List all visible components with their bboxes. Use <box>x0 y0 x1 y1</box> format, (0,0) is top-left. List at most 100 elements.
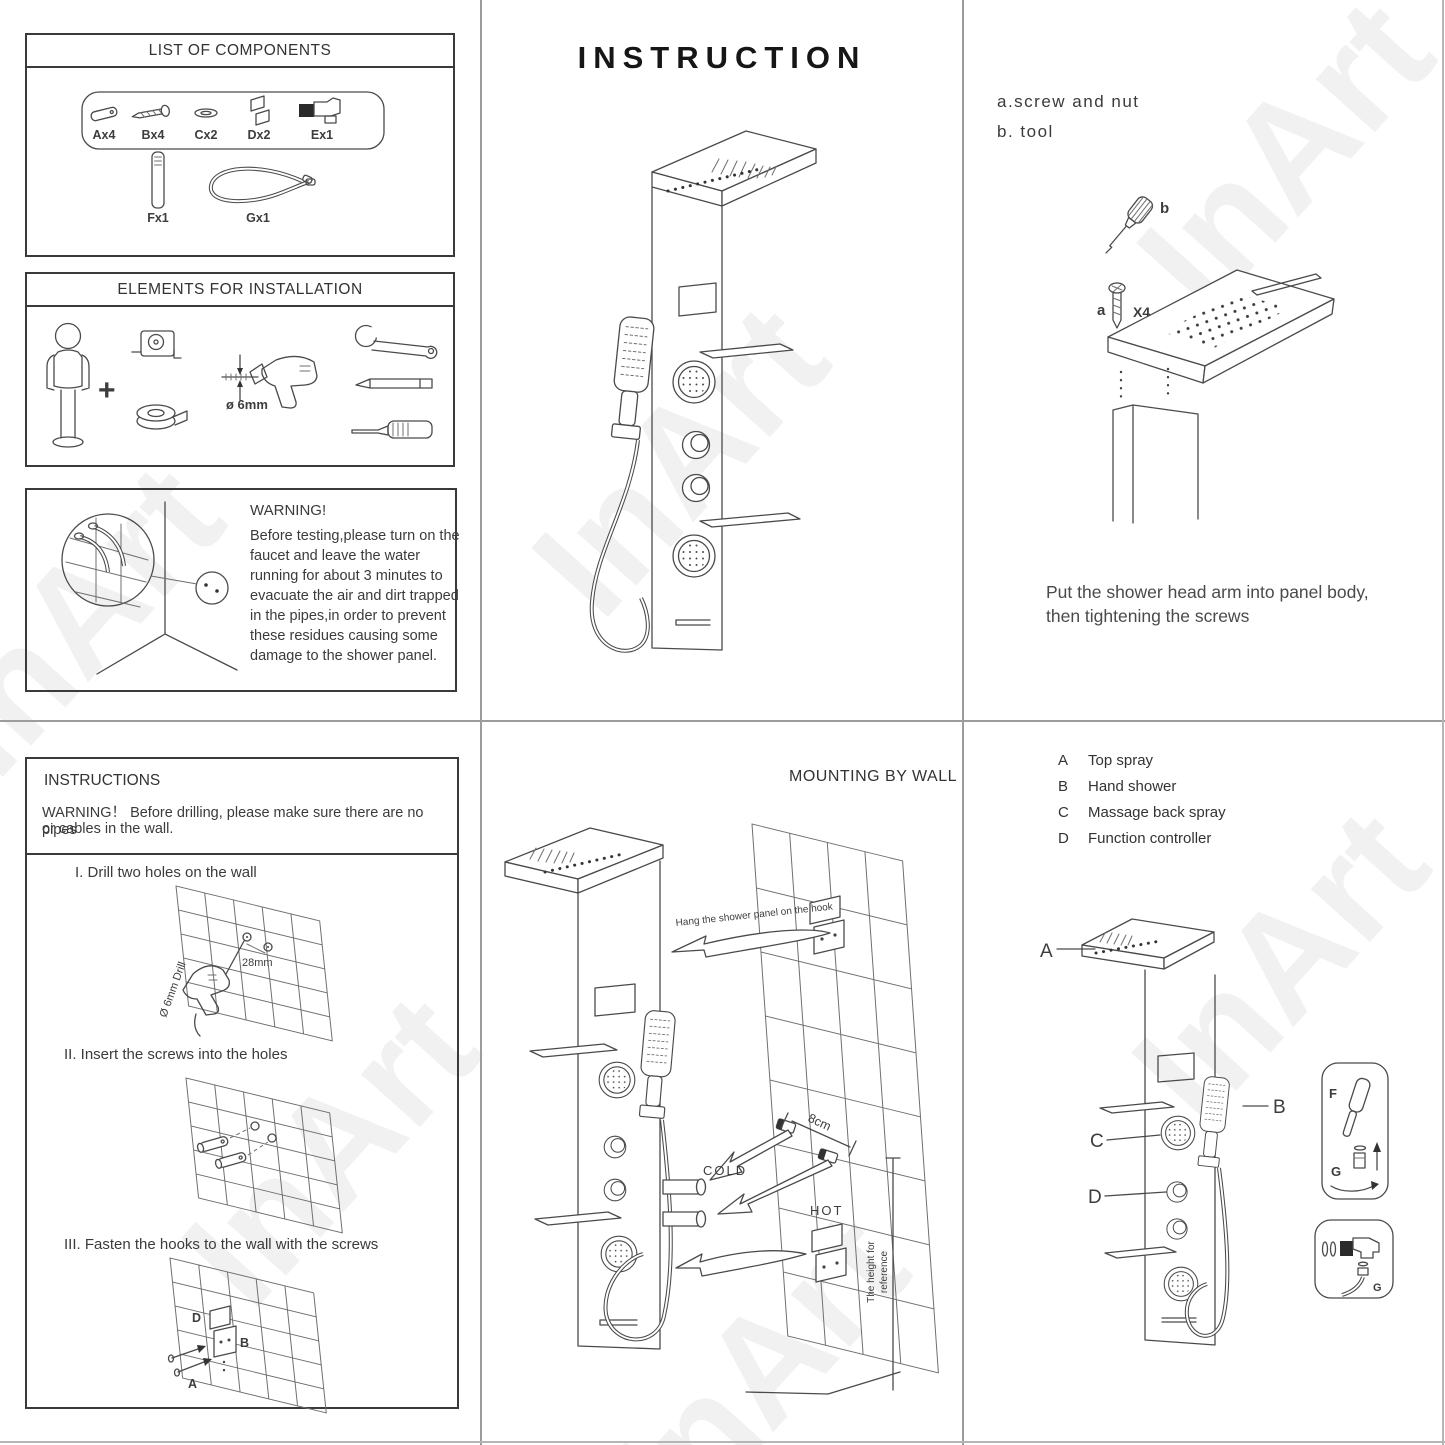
wrench-icon <box>354 324 438 359</box>
legend-key: B <box>1058 778 1069 795</box>
screw-icon-a <box>1108 282 1126 329</box>
body-jet <box>600 1235 638 1273</box>
column-separator <box>962 0 964 1445</box>
callout-line-d <box>1104 1191 1167 1197</box>
height-note-1: The height for <box>866 1240 877 1302</box>
drill-size-label: Ø 6mm Drill <box>158 960 189 1019</box>
shower-hose <box>589 439 650 653</box>
floor-line <box>745 1371 901 1395</box>
control-knob <box>681 473 711 503</box>
instructions-warning-1: WARNING！ Before drilling, please make su… <box>42 805 424 838</box>
elements-illustration: + ø 6mm <box>46 322 438 448</box>
assembly-caption-1: Put the shower head arm into panel body, <box>1046 582 1369 602</box>
step-1-text: I. Drill two holes on the wall <box>75 864 257 881</box>
warning-illustration <box>61 501 238 675</box>
screws-step3 <box>167 1345 212 1377</box>
component-label-b: Bx4 <box>142 128 165 142</box>
parts-illustration: A B C D F G <box>1040 918 1394 1346</box>
label-g-hose: G <box>1331 1164 1341 1179</box>
washer-icon <box>194 108 218 118</box>
label-b: b <box>1160 200 1169 217</box>
parts-legend: A Top spray B Hand shower C Massage back… <box>1058 752 1226 847</box>
shelf <box>534 1211 622 1226</box>
tub-spout <box>599 1319 638 1326</box>
legend-row: B Hand shower <box>1058 778 1226 795</box>
hang-arrow <box>671 929 831 958</box>
legend-row: D Function controller <box>1058 830 1226 847</box>
warning-body: Before testing,please turn on the faucet… <box>250 528 460 664</box>
tub-spout <box>675 619 711 626</box>
display-screen <box>1157 1052 1195 1083</box>
mounting-title: MOUNTING BY WALL <box>789 768 958 785</box>
wall-grid <box>185 1077 343 1234</box>
shelf <box>1104 1246 1177 1259</box>
elements-box-header: ELEMENTS FOR INSTALLATION <box>27 274 453 307</box>
plus-sign: + <box>98 374 116 407</box>
pencil-icon <box>355 378 433 389</box>
alignment-dots <box>1119 367 1170 406</box>
step-3-text: III. Fasten the hooks to the wall with t… <box>64 1236 379 1253</box>
shelf <box>529 1043 618 1058</box>
assembly-line-b: b. tool <box>997 122 1054 141</box>
control-knob-d <box>1166 1181 1188 1203</box>
components-box-header: LIST OF COMPONENTS <box>27 35 453 68</box>
tape-roll-icon <box>136 404 188 430</box>
hook-plate-d <box>209 1305 231 1330</box>
rain-dots <box>666 167 762 193</box>
outlet-circle <box>195 571 229 605</box>
wall-anchor-icon <box>90 106 118 122</box>
row-separator <box>0 720 1445 722</box>
components-title: LIST OF COMPONENTS <box>148 41 332 59</box>
anchor-icon <box>195 1135 230 1154</box>
callout-line-c <box>1106 1134 1161 1141</box>
callout-a: A <box>1040 941 1053 962</box>
height-reference-group: The height for reference <box>866 1157 901 1391</box>
rain-dot-grid <box>1162 294 1290 348</box>
hook-plate-b <box>213 1325 237 1358</box>
elements-box: ELEMENTS FOR INSTALLATION <box>25 272 455 467</box>
zoom-circle <box>61 513 155 607</box>
rain-dots <box>1094 939 1162 955</box>
legend-row: A Top spray <box>1058 752 1226 769</box>
screwdriver-icon-b <box>1105 196 1154 254</box>
drill-icon-step1 <box>182 940 245 1037</box>
page-right-edge <box>1442 0 1444 1445</box>
column-separator <box>480 0 482 1445</box>
step-2-text: II. Insert the screws into the holes <box>64 1046 288 1063</box>
callout-b: B <box>1273 1097 1286 1118</box>
waterfall-hatch <box>1099 932 1133 946</box>
label-a: a <box>1097 302 1106 319</box>
waterfall-hatch <box>529 847 575 864</box>
hand-shower <box>636 1009 677 1120</box>
control-knob <box>681 430 711 460</box>
hot-label: HOT <box>810 1203 843 1218</box>
person-icon <box>46 322 90 448</box>
label-g-bracket: G <box>1373 1282 1382 1294</box>
component-label-d: Dx2 <box>248 128 271 142</box>
wall-corner-lines <box>96 501 238 675</box>
shelf <box>1099 1101 1175 1114</box>
instructions-title: INSTRUCTIONS <box>44 772 161 789</box>
waterfall-hatch <box>711 158 777 179</box>
hot-arrow <box>717 1159 833 1215</box>
legend-row: C Massage back spray <box>1058 804 1226 821</box>
instructions-box: INSTRUCTIONS WARNING！ Before drilling, p… <box>25 757 459 1409</box>
body-jet <box>672 534 716 578</box>
legend-label: Top spray <box>1088 752 1154 769</box>
display-screen <box>594 983 636 1017</box>
component-label-e: Ex1 <box>311 128 333 142</box>
display-screen <box>678 282 717 317</box>
instructions-warning-2: or cables in the wall. <box>42 821 174 837</box>
drill-diameter-label: ø 6mm <box>226 397 268 412</box>
component-label-f: Fx1 <box>147 211 169 225</box>
assembly-illustration: b a X4 <box>1097 196 1335 524</box>
hose-icon <box>208 166 316 204</box>
cold-arrow <box>709 1129 793 1181</box>
height-note-2: reference <box>879 1250 890 1293</box>
assembly-caption-2: then tightening the screws <box>1046 606 1250 626</box>
warning-title: WARNING! <box>250 502 327 519</box>
page-bottom-edge <box>0 1441 1445 1443</box>
components-box: LIST OF COMPONENTS <box>25 33 455 257</box>
drill-icon <box>249 355 318 409</box>
hooks-icon <box>250 95 270 126</box>
